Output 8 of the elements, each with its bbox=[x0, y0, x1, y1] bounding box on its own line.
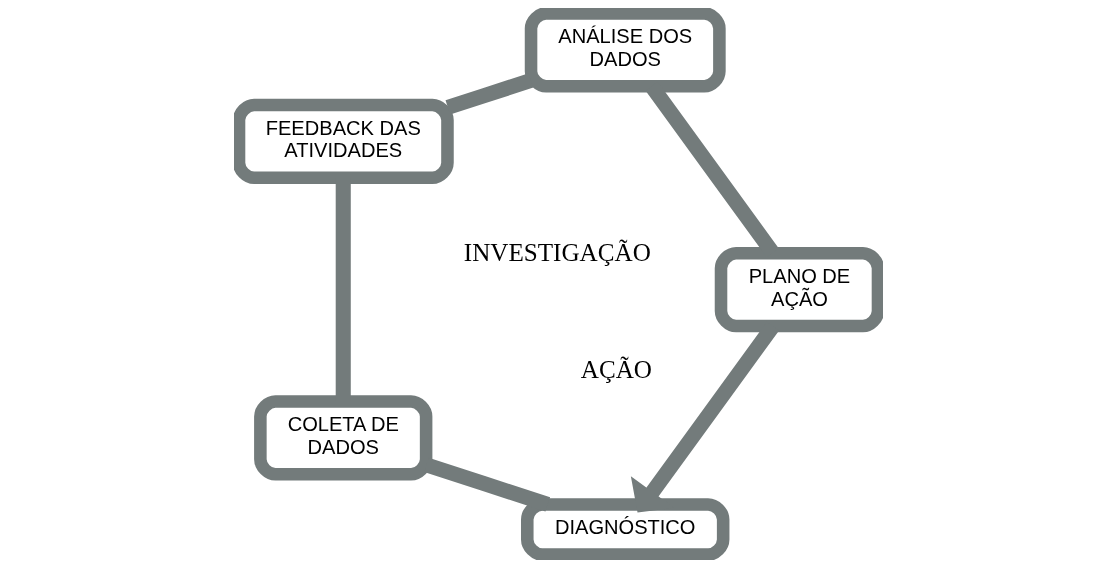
node-box: ANÁLISE DOS DADOS bbox=[524, 8, 726, 93]
label: AÇÃO bbox=[580, 355, 652, 383]
node-box: FEEDBACK DAS ATIVIDADES bbox=[233, 98, 454, 185]
node-box: PLANO DE AÇÃO bbox=[714, 246, 883, 333]
node-box: COLETA DE DADOS bbox=[253, 395, 432, 481]
connector bbox=[445, 73, 533, 115]
label: INVESTIGAÇÃO bbox=[463, 238, 651, 266]
node-box: DIAGNÓSTICO bbox=[520, 498, 729, 560]
